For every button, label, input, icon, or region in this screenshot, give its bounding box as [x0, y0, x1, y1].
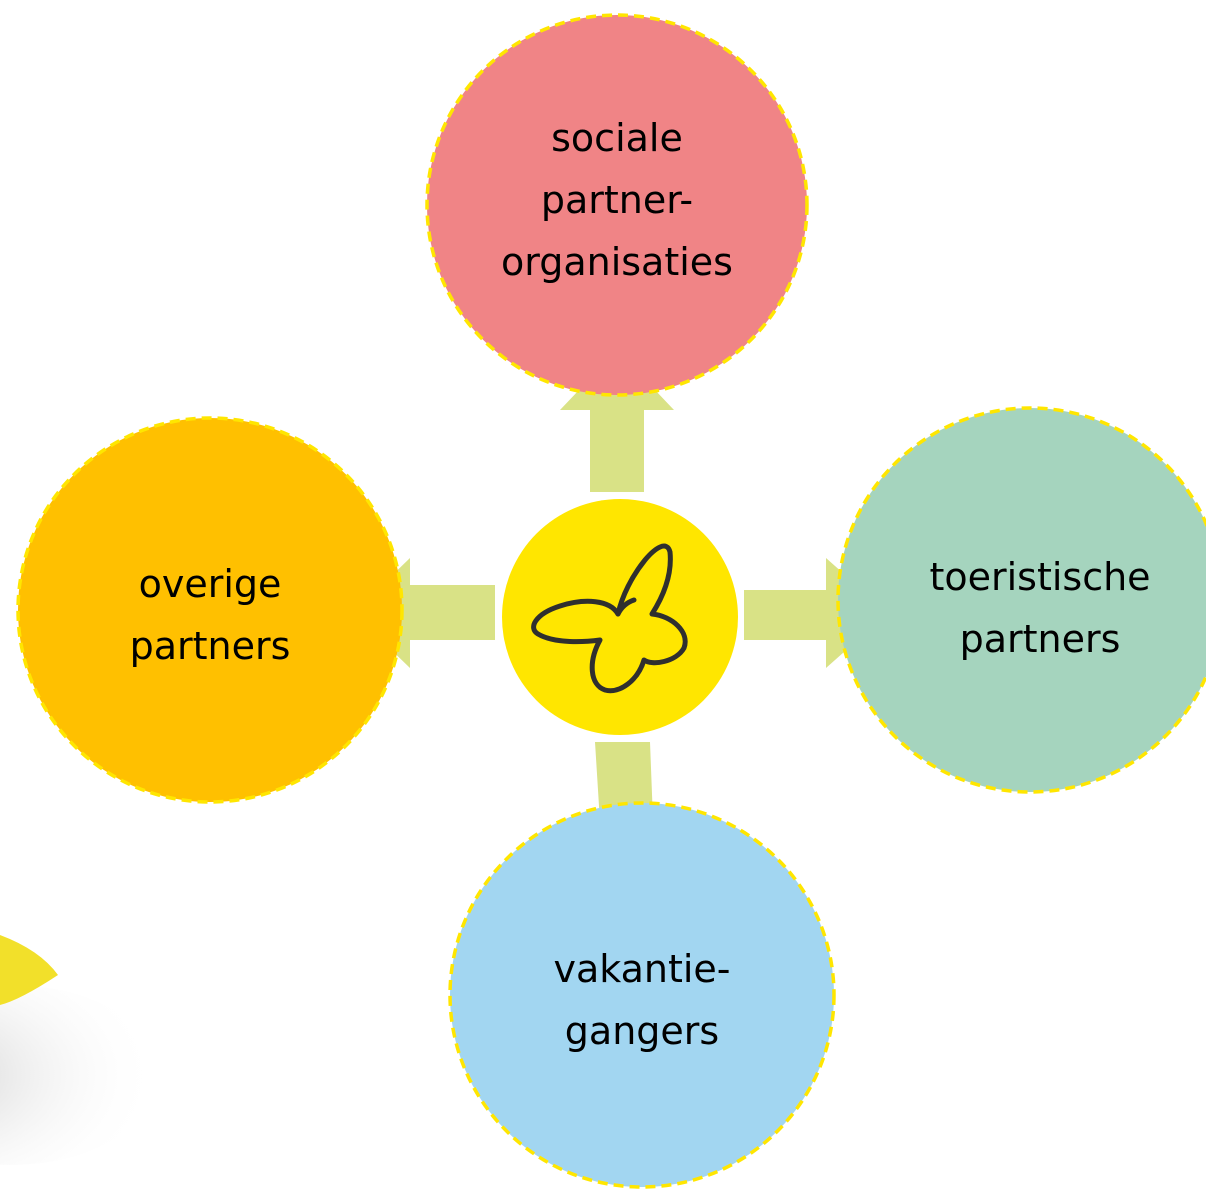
label-bottom-line-1: vakantie-	[553, 947, 731, 991]
label-bottom: vakantie- gangers	[492, 938, 792, 1062]
circle-toeristische-partners	[836, 406, 1206, 794]
circle-vakantiegangers	[448, 801, 836, 1189]
label-top-line-2: partner-	[540, 178, 694, 222]
label-top-line-3: organisaties	[501, 240, 733, 284]
butterfly-icon	[531, 543, 688, 694]
label-top-line-1: sociale	[551, 116, 683, 160]
label-right-line-2: partners	[959, 617, 1121, 661]
label-bottom-line-2: gangers	[564, 1009, 720, 1053]
label-right-line-1: toeristische	[929, 555, 1151, 599]
label-right: toeristische partners	[890, 546, 1190, 670]
label-left-line-1: overige	[138, 562, 282, 606]
label-left-line-2: partners	[129, 624, 291, 668]
label-top: sociale partner- organisaties	[467, 107, 767, 293]
circle-sociale-partnerorganisaties	[425, 13, 809, 397]
label-left: overige partners	[60, 553, 360, 677]
decorative-corner-shape	[0, 935, 160, 1165]
center-circle	[502, 499, 738, 735]
circle-overige-partners	[16, 416, 404, 804]
